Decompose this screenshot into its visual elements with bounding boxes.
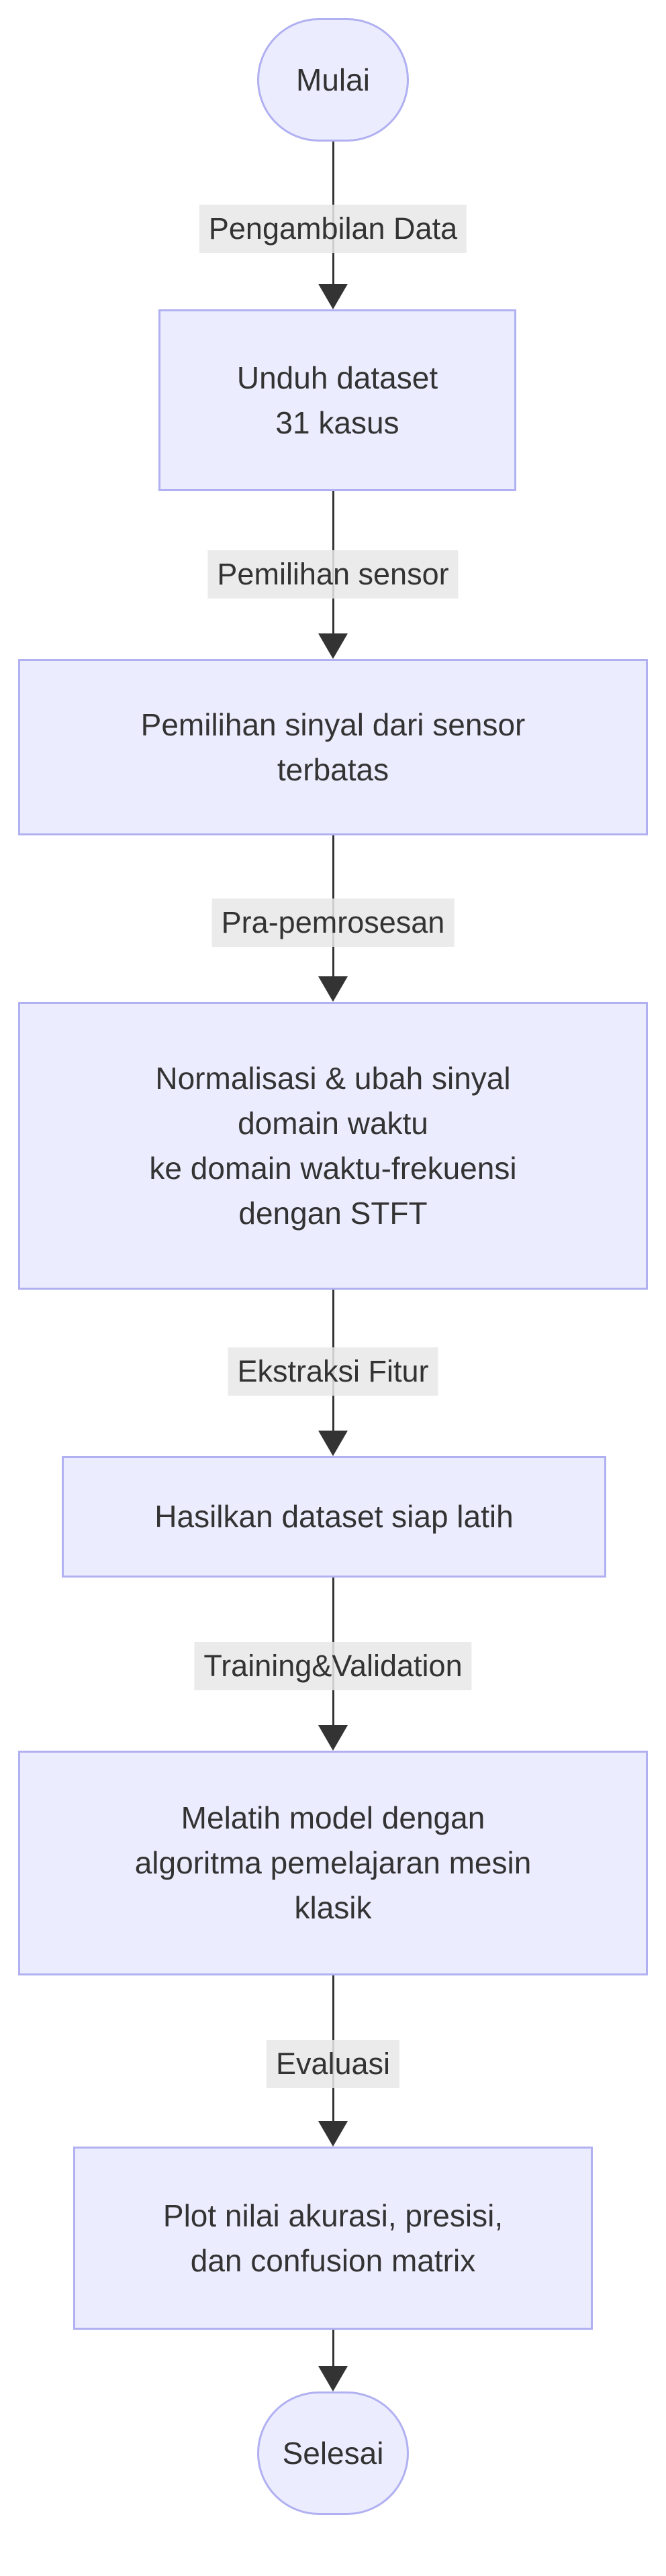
arrowhead-icon [318,976,348,1002]
edge-label-pemilihan-sensor: Pemilihan sensor [207,550,459,599]
node-label-melatih-model: Melatih model dengan algoritma pemelajar… [134,1800,532,1925]
arrowhead-icon [318,2121,348,2147]
node-label-mulai: Mulai [296,62,370,97]
arrowhead-icon [318,1725,348,1751]
arrowhead-icon [318,2366,348,2391]
node-pemilihan-sinyal: Pemilihan sinyal dari sensor terbatas [18,659,648,835]
node-end-selesai: Selesai [257,2391,409,2515]
edge-label-ekstraksi-fitur: Ekstraksi Fitur [228,1347,438,1396]
edge-line-plot-end [332,2330,334,2366]
node-label-dataset-siap-latih: Hasilkan dataset siap latih [154,1499,514,1534]
arrowhead-icon [318,633,348,659]
arrowhead-icon [318,1431,348,1456]
node-start-mulai: Mulai [257,18,409,142]
edge-label-pra-pemrosesan: Pra-pemrosesan [211,898,455,947]
node-label-selesai: Selesai [282,2435,384,2471]
node-plot-akurasi: Plot nilai akurasi, presisi, dan confusi… [73,2147,593,2330]
node-melatih-model: Melatih model dengan algoritma pemelajar… [18,1751,648,1975]
node-normalisasi-stft: Normalisasi & ubah sinyal domain waktu k… [18,1002,648,1290]
node-label-normalisasi-stft: Normalisasi & ubah sinyal domain waktu k… [149,1060,517,1231]
node-label-unduh-dataset: Unduh dataset 31 kasus [236,360,438,440]
arrowhead-icon [318,284,348,309]
edge-label-training-validation: Training&Validation [194,1642,472,1691]
node-label-plot-akurasi: Plot nilai akurasi, presisi, dan confusi… [162,2198,504,2278]
node-unduh-dataset: Unduh dataset 31 kasus [158,309,516,491]
node-dataset-siap-latih: Hasilkan dataset siap latih [62,1456,606,1578]
edge-label-pengambilan-data: Pengambilan Data [199,205,467,254]
edge-label-evaluasi: Evaluasi [266,2040,400,2089]
node-label-pemilihan-sinyal: Pemilihan sinyal dari sensor terbatas [140,707,526,787]
